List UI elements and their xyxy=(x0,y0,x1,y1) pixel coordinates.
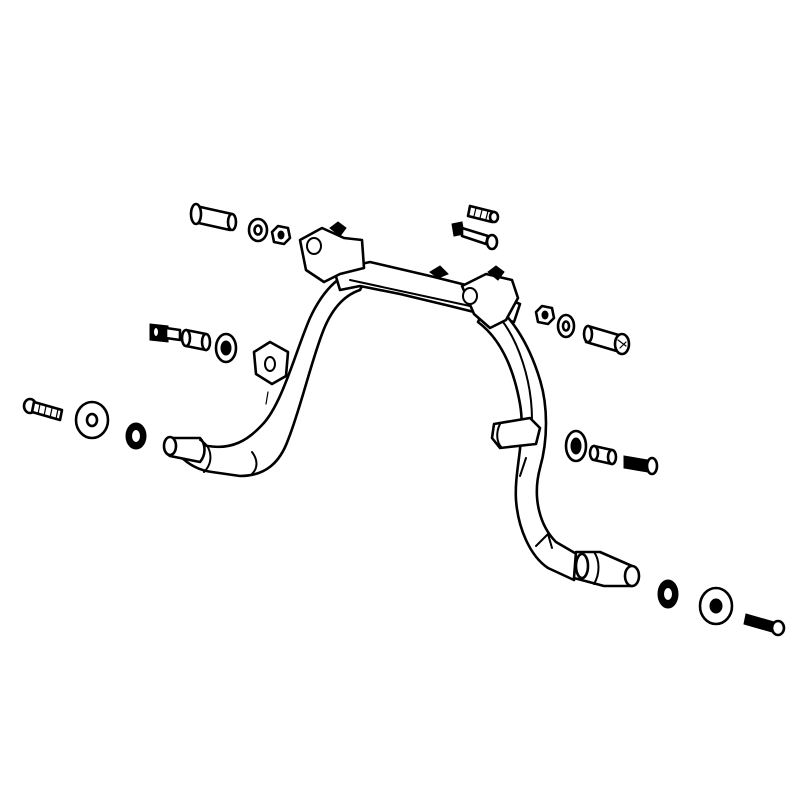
pivot-pin-right xyxy=(582,324,631,356)
left-foot-weld xyxy=(251,451,258,475)
right-foot-end xyxy=(623,564,641,588)
bolt-right-foot xyxy=(743,613,786,637)
cross-bar-edge xyxy=(349,279,471,307)
left-foot-end xyxy=(162,435,178,457)
nut-right xyxy=(534,304,556,326)
right-leg-weld xyxy=(535,533,553,549)
left-foot-hardware xyxy=(22,397,147,450)
pivot-pin-left xyxy=(189,202,238,232)
bolt-left-clamp xyxy=(149,323,182,343)
right-foot-ring xyxy=(593,551,600,585)
nut-top-left xyxy=(270,224,292,246)
left-clamp-pin xyxy=(265,391,269,405)
right-clamp-edge xyxy=(496,423,503,449)
spring-bolt-upper xyxy=(466,204,500,224)
top-left-pivot-hardware xyxy=(189,202,292,246)
spacer-left xyxy=(180,328,212,352)
spring-bolt-lower xyxy=(451,221,499,251)
left-leg xyxy=(168,264,374,478)
left-clamp-hardware xyxy=(149,323,238,364)
left-clamp-hole xyxy=(264,356,276,372)
spacer-right xyxy=(588,444,618,466)
washer-large-right xyxy=(698,586,734,626)
left-bracket-hole xyxy=(306,237,322,255)
left-spring-hook xyxy=(329,221,347,237)
washer-large-left xyxy=(74,400,110,440)
right-spring-hook xyxy=(487,265,505,281)
right-leg-edge xyxy=(499,317,533,421)
bolt-right-clamp xyxy=(623,455,659,476)
right-pivot-bracket xyxy=(460,272,520,330)
bolt-left-foot xyxy=(22,397,64,422)
right-foot-hardware xyxy=(657,579,786,637)
nut-right-foot xyxy=(657,579,679,609)
center-stand-frame xyxy=(162,221,641,588)
washer-right-clamp xyxy=(564,429,588,463)
washer-right xyxy=(556,313,576,339)
washer-top-left xyxy=(247,217,269,243)
left-foot-collar xyxy=(199,439,212,473)
right-clamp-hardware xyxy=(564,429,659,476)
right-leg-mark xyxy=(519,457,527,477)
right-foot-collar xyxy=(574,552,590,580)
cross-bar-tab xyxy=(429,265,449,279)
nut-left-foot xyxy=(125,422,147,450)
right-leg-clamp xyxy=(490,416,542,450)
right-bracket-hole xyxy=(462,287,478,305)
right-pivot-hardware xyxy=(534,304,631,356)
washer-left-clamp xyxy=(214,332,238,364)
